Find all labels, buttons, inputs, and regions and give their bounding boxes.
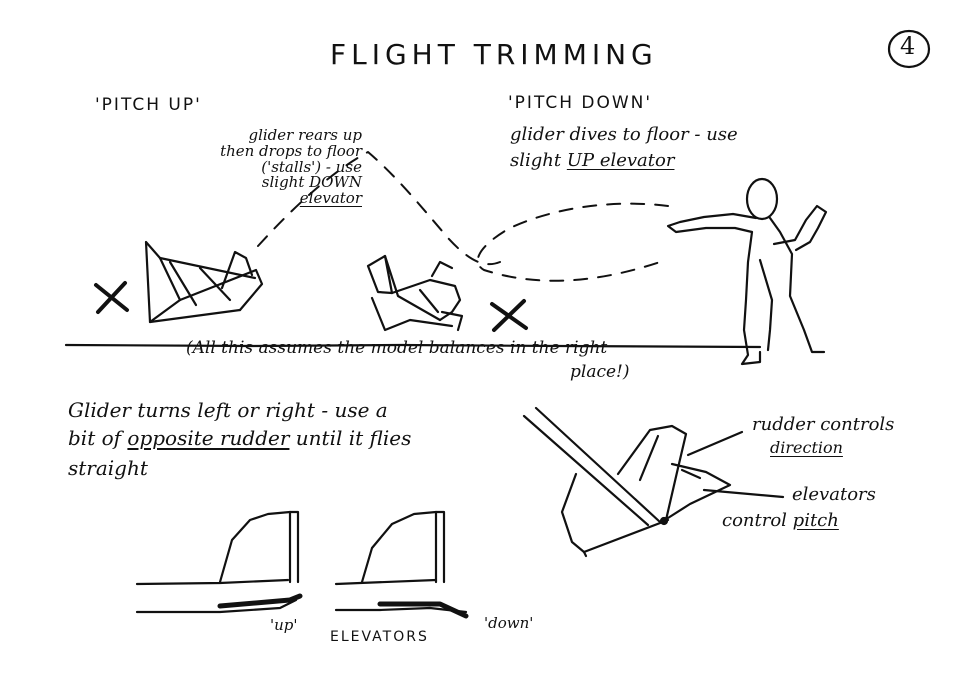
- page-number-circle: [887, 29, 931, 69]
- rudder-label-line2: direction: [770, 438, 843, 457]
- pitch-up-note-line: then drops to floor: [220, 141, 362, 160]
- pitch-down-note-prefix: slight: [510, 150, 567, 171]
- elevator-down-drawing: [334, 510, 469, 619]
- elevator-up-label: 'up': [270, 616, 298, 634]
- pitch-up-note-line: slight DOWN: [261, 173, 362, 192]
- balance-note-line1: (All this assumes the model balances in …: [186, 338, 608, 358]
- balance-note-line2: place!): [570, 362, 630, 382]
- rudder-label-line1: rudder controls: [752, 414, 895, 435]
- elevators-label-line2: control pitch: [722, 510, 839, 531]
- ground-line: [64, 343, 762, 349]
- page-number: 4: [900, 32, 916, 60]
- pitch-up-note-line: elevator: [299, 189, 362, 207]
- page-title: FLIGHT TRIMMING: [330, 38, 658, 71]
- cross-mark-right: [490, 299, 528, 332]
- elevators-label-prefix: control: [722, 510, 793, 531]
- cross-mark-left: [94, 281, 129, 314]
- turn-note-line1: Glider turns left or right - use a: [68, 398, 388, 422]
- glider-middle-drawing: [366, 254, 464, 332]
- turn-note-underlined: opposite rudder: [127, 426, 290, 450]
- stick-figure-drawing: [666, 177, 828, 366]
- pitch-up-note-line: glider rears up: [248, 126, 362, 144]
- pitch-up-note-line: ('stalls') - use: [261, 157, 362, 176]
- pitch-down-note-underlined: UP elevator: [566, 150, 675, 171]
- elevators-label-underlined: pitch: [792, 510, 839, 531]
- turn-note-prefix: bit of: [68, 426, 128, 450]
- elevator-down-label: 'down': [484, 614, 534, 632]
- pitch-down-note-line2: slight UP elevator: [510, 150, 675, 171]
- glider-left-drawing: [144, 240, 264, 324]
- elevators-caption: ELEVATORS: [330, 629, 429, 645]
- turn-note-suffix: until it flies: [289, 426, 412, 450]
- turn-note-line3: straight: [68, 456, 148, 480]
- turn-note-line2: bit of opposite rudder until it flies: [68, 428, 411, 449]
- pitch-up-heading: 'PITCH UP': [95, 95, 202, 115]
- tail-closeup-drawing: [522, 406, 785, 558]
- elevators-label-line1: elevators: [792, 484, 876, 505]
- pitch-up-note: glider rears up then drops to floor ('st…: [162, 126, 362, 207]
- pitch-down-heading: 'PITCH DOWN': [508, 93, 653, 113]
- elevator-up-drawing: [135, 510, 303, 614]
- pitch-down-note-line1: glider dives to floor - use: [510, 124, 738, 145]
- dive-flight-path: [476, 202, 669, 282]
- stall-flight-path: [257, 151, 501, 266]
